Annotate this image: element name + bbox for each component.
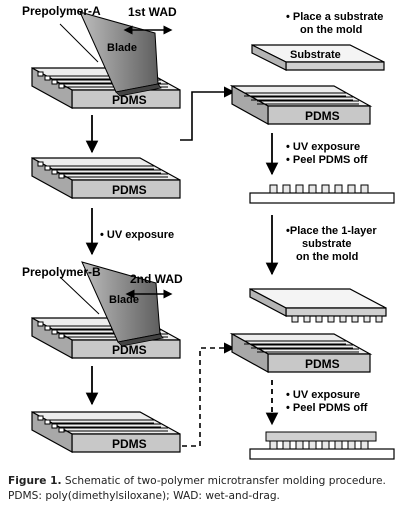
one-layer-substrate	[249, 184, 395, 204]
two-layer-structure	[249, 431, 395, 460]
pdms-label-right-2: PDMS	[305, 357, 340, 371]
pdms-mold-4: PDMS	[31, 410, 181, 454]
pdms-mold-2: PDMS	[31, 156, 181, 200]
blade-label-2: Blade	[109, 294, 139, 306]
pdms-label-1: PDMS	[112, 93, 147, 107]
first-wad-label: 1st WAD	[128, 5, 177, 19]
uv-exposure-label-right-2: • UV exposure	[286, 389, 360, 401]
substrate-label: Substrate	[290, 49, 341, 61]
blade-label-1: Blade	[107, 42, 137, 54]
prepolymer-b-pointer	[59, 276, 100, 315]
substrate-slab: Substrate	[251, 44, 385, 71]
peel-pdms-label-2: • Peel PDMS off	[286, 402, 368, 414]
pdms-mold-right-1: PDMS	[229, 84, 373, 126]
place-1layer-line3: on the mold	[296, 251, 358, 263]
place-1layer-line1: •Place the 1-layer	[286, 225, 377, 237]
place-substrate-line2: on the mold	[300, 24, 362, 36]
second-wad-label: 2nd WAD	[130, 272, 183, 286]
place-substrate-line1: • Place a substrate	[286, 11, 383, 23]
figure-label: Figure 1.	[8, 475, 62, 487]
prepolymer-a-pointer	[59, 23, 99, 63]
place-1layer-line2: substrate	[302, 238, 352, 250]
caption-text: Schematic of two-polymer microtransfer m…	[8, 475, 386, 502]
process-diagram: PDMS Blade Prepolymer-A 1st WAD PDMS • U…	[22, 4, 395, 460]
connector-solid	[180, 86, 236, 141]
uv-exposure-label-left: • UV exposure	[100, 229, 174, 241]
pdms-label-3: PDMS	[112, 343, 147, 357]
figure-caption: Figure 1. Schematic of two-polymer micro…	[8, 474, 412, 504]
prepolymer-b-label: Prepolymer-B	[22, 265, 101, 279]
uv-exposure-label-right-1: • UV exposure	[286, 141, 360, 153]
prepolymer-a-label: Prepolymer-A	[22, 4, 101, 18]
pdms-label-4: PDMS	[112, 437, 147, 451]
pdms-label-right-1: PDMS	[305, 109, 340, 123]
pdms-label-2: PDMS	[112, 183, 147, 197]
peel-pdms-label-1: • Peel PDMS off	[286, 154, 368, 166]
inverted-substrate	[249, 288, 387, 323]
connector-dashed	[182, 342, 236, 447]
pdms-mold-right-2: PDMS	[229, 332, 373, 374]
blade-2: Blade	[81, 261, 164, 347]
